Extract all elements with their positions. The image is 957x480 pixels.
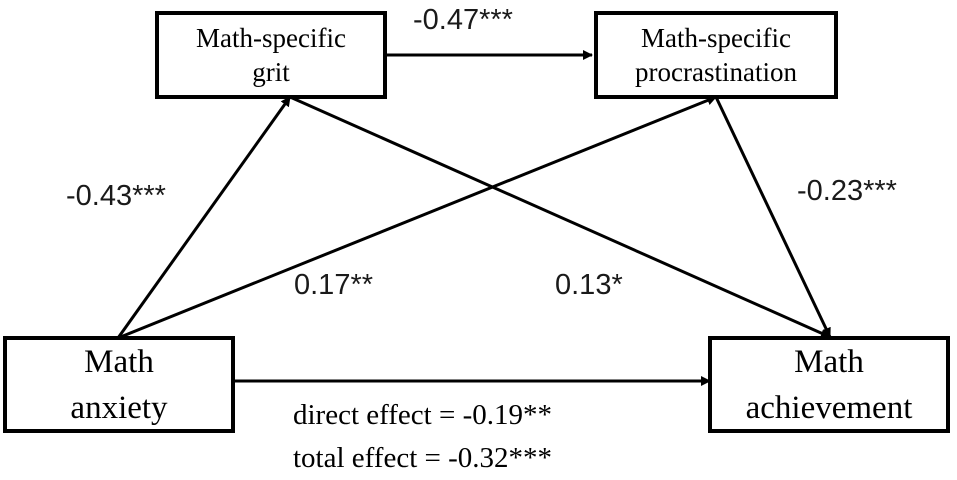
node-math-anxiety: Math anxiety	[3, 336, 235, 433]
coef-procrastination-to-achievement: -0.23***	[797, 175, 897, 207]
node-label-line2: grit	[252, 57, 290, 87]
direct-effect-label: direct effect = -0.19**	[293, 399, 552, 431]
path-anxiety-to-procrastination	[117, 95, 717, 340]
node-label-line1: Math-specific	[641, 23, 791, 53]
node-label-line2: achievement	[746, 390, 913, 426]
coef-anxiety-to-procrastination: 0.17**	[294, 269, 373, 301]
node-label-line1: Math	[794, 344, 864, 380]
path-anxiety-to-grit	[116, 96, 292, 339]
node-math-achievement: Math achievement	[708, 336, 950, 433]
node-label-line1: Math	[84, 344, 154, 380]
node-label-line1: Math-specific	[196, 23, 346, 53]
total-effect-label: total effect = -0.32***	[293, 442, 552, 474]
coef-anxiety-to-grit: -0.43***	[66, 180, 166, 212]
path-procrastination-to-achievement	[714, 96, 832, 338]
coef-grit-to-achievement: 0.13*	[555, 269, 623, 301]
path-grit-to-achievement	[289, 95, 831, 339]
node-math-specific-procrastination: Math-specific procrastination	[594, 11, 838, 99]
coef-grit-to-procrastination: -0.47***	[413, 4, 513, 36]
node-label-line2: anxiety	[70, 390, 168, 426]
node-math-specific-grit: Math-specific grit	[155, 11, 387, 99]
node-label-line2: procrastination	[635, 57, 797, 87]
